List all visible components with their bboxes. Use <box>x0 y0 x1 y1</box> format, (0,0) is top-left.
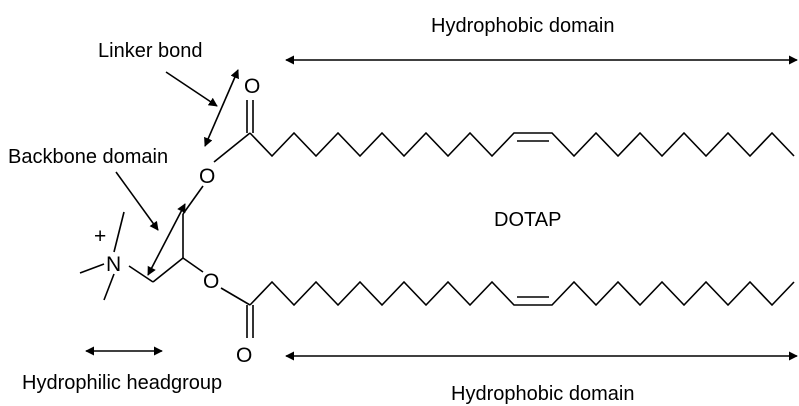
methyl-bond-left <box>79 263 105 274</box>
backbone-bond-1 <box>182 185 204 215</box>
charge-plus: + <box>94 225 106 248</box>
bottom-acyl-chain <box>249 280 795 307</box>
backbone-bond-4 <box>152 257 184 283</box>
hydrophobic-top-label: Hydrophobic domain <box>431 15 614 37</box>
backbone-domain-label: Backbone domain <box>8 146 168 168</box>
methyl-bond-down <box>103 273 115 301</box>
linker-pointer <box>165 71 218 107</box>
atom-o-carbonyl-bottom: O <box>236 344 252 367</box>
atom-o-carbonyl-top: O <box>244 75 260 98</box>
hydrophobic-bottom-label: Hydrophobic domain <box>451 383 634 405</box>
top-acyl-chain <box>249 131 795 158</box>
molecule-name-label: DOTAP <box>494 209 561 231</box>
backbone-bond-5 <box>128 265 154 283</box>
linker-double-arrow <box>204 69 239 147</box>
atom-nitrogen: N <box>106 253 121 276</box>
backbone-double-arrow <box>147 203 186 276</box>
hydrophilic-headgroup-label: Hydrophilic headgroup <box>22 372 222 394</box>
backbone-bond-3 <box>182 257 204 273</box>
bottom-ester-bond <box>220 287 251 306</box>
atom-o-ester-bottom: O <box>203 270 219 293</box>
methyl-bond-up <box>113 211 125 253</box>
linker-bond-label: Linker bond <box>98 40 203 62</box>
top-ester-bond <box>213 132 251 163</box>
atom-o-ester-top: O <box>199 165 215 188</box>
